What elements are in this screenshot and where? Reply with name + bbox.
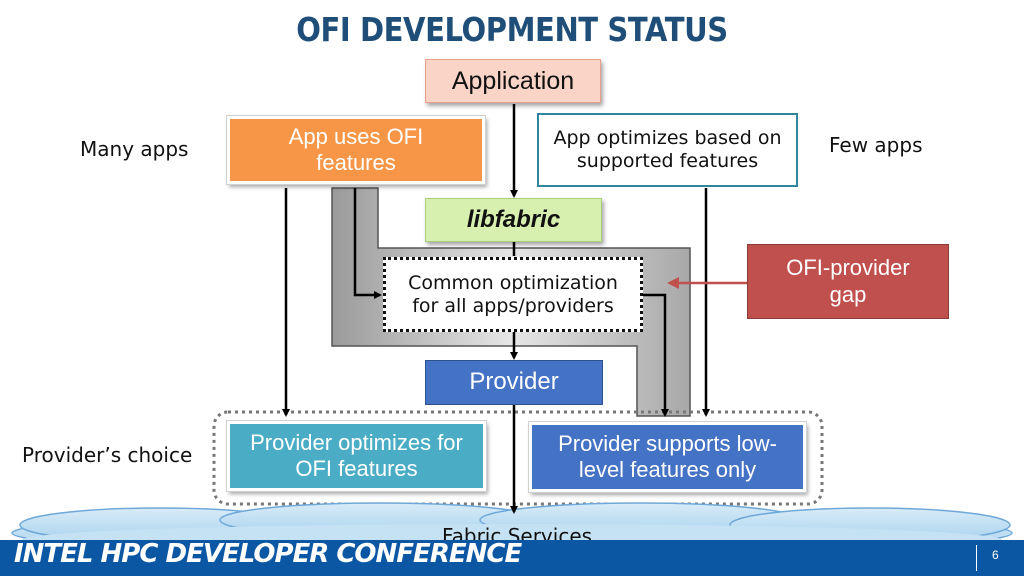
common-optimization-label: Common optimization for all apps/provide… xyxy=(408,271,618,317)
provider-optimizes-label: Provider optimizes for OFI features xyxy=(250,429,463,481)
provider-supports-box: Provider supports low-level features onl… xyxy=(528,421,807,493)
provider-supports-label: Provider supports low-level features onl… xyxy=(558,430,777,482)
application-label: Application xyxy=(451,67,575,95)
provider-label: Provider xyxy=(469,368,559,396)
app-uses-ofi-label: App uses OFI features xyxy=(288,123,424,175)
footer-brand: INTEL HPC DEVELOPER CONFERENCE xyxy=(14,539,522,569)
provider-optimizes-box: Provider optimizes for OFI features xyxy=(226,420,487,492)
page-title: OFI DEVELOPMENT STATUS xyxy=(296,10,728,49)
few-apps-label: Few apps xyxy=(829,133,923,157)
app-uses-ofi-box: App uses OFI features xyxy=(226,115,486,185)
many-apps-label: Many apps xyxy=(80,137,189,161)
provider-box: Provider xyxy=(425,360,603,405)
app-optimizes-label: App optimizes based on supported feature… xyxy=(553,127,782,172)
page-number: 6 xyxy=(992,548,999,562)
libfabric-label: libfabric xyxy=(466,205,561,233)
libfabric-box: libfabric xyxy=(425,198,602,242)
providers-choice-label: Provider’s choice xyxy=(22,443,193,467)
ofi-provider-gap-box: OFI-provider gap xyxy=(747,244,949,319)
app-optimizes-box: App optimizes based on supported feature… xyxy=(537,113,798,187)
arrow-appuses-to-common xyxy=(353,188,382,299)
application-box: Application xyxy=(425,59,601,103)
footer-bar xyxy=(0,540,1024,576)
provider-group-outline xyxy=(212,410,824,506)
common-optimization-box: Common optimization for all apps/provide… xyxy=(383,257,643,332)
ofi-provider-gap-label: OFI-provider gap xyxy=(786,255,910,307)
arrow-common-to-provsupports xyxy=(642,293,669,417)
footer-divider xyxy=(976,545,977,571)
